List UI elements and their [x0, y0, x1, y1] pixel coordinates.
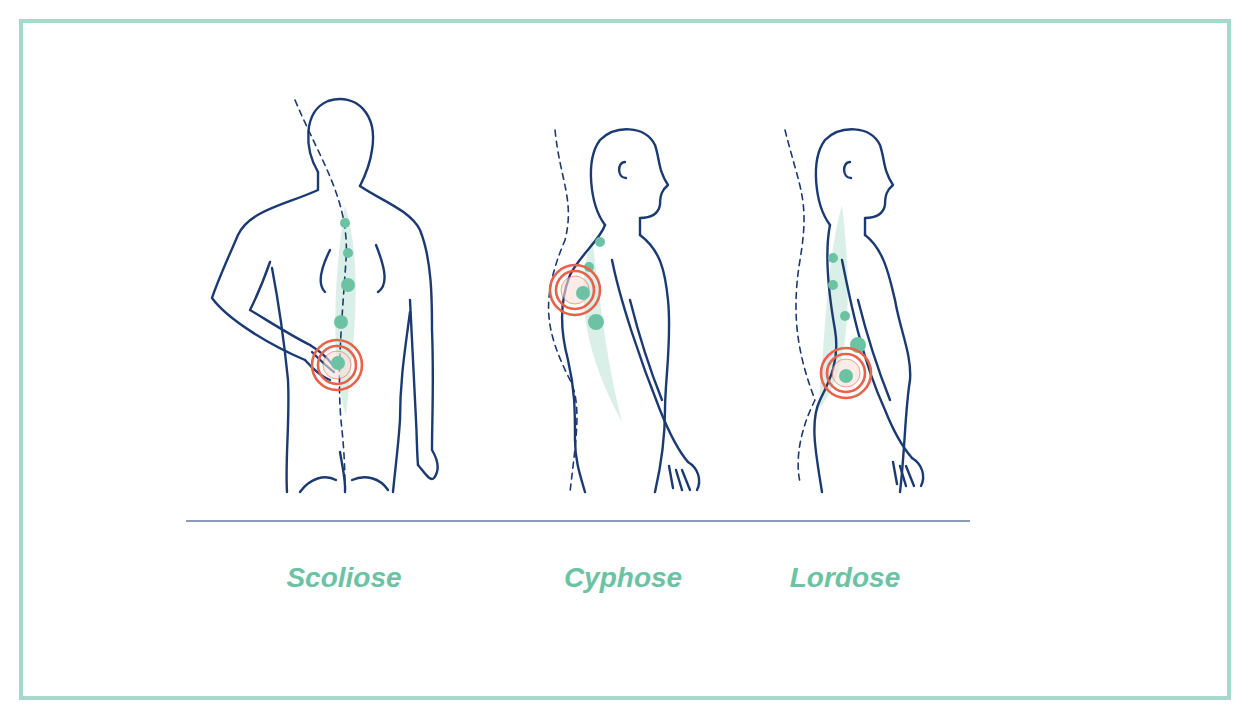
right-arm-inner [410, 300, 418, 465]
base-line [186, 520, 970, 521]
front-outline [640, 235, 669, 492]
torso-right [393, 312, 410, 492]
left-arm-outline [212, 172, 318, 360]
vertebra-dot [839, 369, 853, 383]
vertebra-dot [343, 248, 353, 258]
axis-line [785, 130, 815, 482]
vertebra-dot [588, 314, 604, 330]
vertebra-dot [331, 356, 345, 370]
head-outline [816, 129, 893, 235]
pain-ring [318, 346, 356, 384]
vertebra-dot [828, 280, 838, 290]
vertebra-dot [340, 218, 350, 228]
arm-outline [842, 260, 912, 458]
buttock-lines [300, 452, 388, 492]
front-outline [865, 235, 910, 492]
label-slot: Cyphose [564, 560, 682, 596]
vertebra-dot [840, 311, 850, 321]
hand [893, 458, 923, 486]
pain-ring [556, 271, 594, 309]
left-arm-inner [250, 262, 310, 345]
vertebra-dot [341, 278, 355, 292]
arm-outline [612, 260, 688, 462]
label-slot: Scoliose [286, 560, 401, 596]
pain-spot [561, 276, 589, 304]
vertebra-dot [828, 253, 838, 263]
pain-ring [827, 354, 865, 392]
kyphosis-figure [549, 129, 700, 492]
spine-band [583, 238, 622, 422]
pain-ring [312, 340, 362, 390]
pain-ring [821, 348, 871, 398]
frame [21, 21, 1229, 698]
label-slot: Lordose [790, 560, 900, 596]
axis-line [295, 100, 346, 492]
figure-label: Scoliose [286, 560, 401, 596]
scoliosis-figure [212, 99, 438, 492]
vertebra-dot [576, 286, 590, 300]
ear [844, 162, 851, 178]
pain-spot [832, 359, 860, 387]
scapula-lines [321, 245, 385, 292]
pain-ring [550, 265, 600, 315]
figure-label: Lordose [790, 560, 900, 596]
head-outline [591, 129, 668, 235]
pain-spot [323, 351, 351, 379]
hand [669, 462, 699, 490]
vertebra-dot [595, 237, 605, 247]
lordosis-figure [785, 129, 923, 492]
figure-label: Cyphose [564, 560, 682, 596]
vertebra-dot [334, 315, 348, 329]
torso-left [272, 268, 288, 492]
arm-inner [630, 300, 662, 400]
ear [619, 162, 626, 178]
